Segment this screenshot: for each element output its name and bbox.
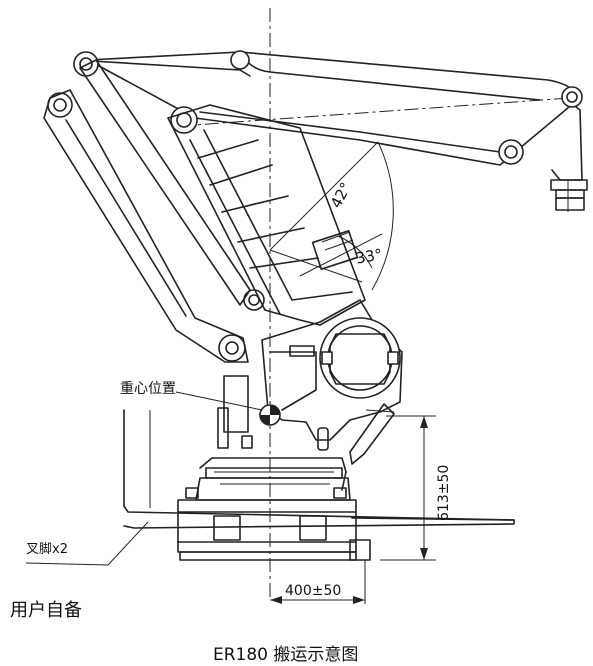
width-dimension-label: 400±50: [285, 583, 341, 599]
width-dimension: [270, 560, 366, 604]
diagram-caption: ER180 搬运示意图: [213, 645, 358, 665]
rear-link: [43, 59, 251, 363]
height-dimension-label: 613±50: [436, 465, 452, 521]
angle-33-label: 33°: [354, 245, 383, 267]
angle-42-label: 42°: [327, 179, 355, 211]
height-dimension: [380, 415, 436, 561]
user-supplied-label: 用户自备: [10, 600, 82, 621]
pivot-joints: [47, 50, 583, 362]
center-of-gravity-marker: [259, 404, 281, 426]
center-of-gravity-label: 重心位置: [120, 381, 176, 397]
robot-base: [177, 457, 371, 561]
lower-arm: [167, 104, 366, 326]
center-of-gravity-leader: [175, 391, 263, 411]
fork-leader-underline: [25, 562, 109, 566]
fork-label: 叉脚x2: [26, 541, 68, 557]
fork-leader: [107, 521, 149, 566]
turret: [217, 299, 403, 465]
angle-markers: [269, 141, 394, 291]
forklift-forks: [123, 409, 515, 529]
